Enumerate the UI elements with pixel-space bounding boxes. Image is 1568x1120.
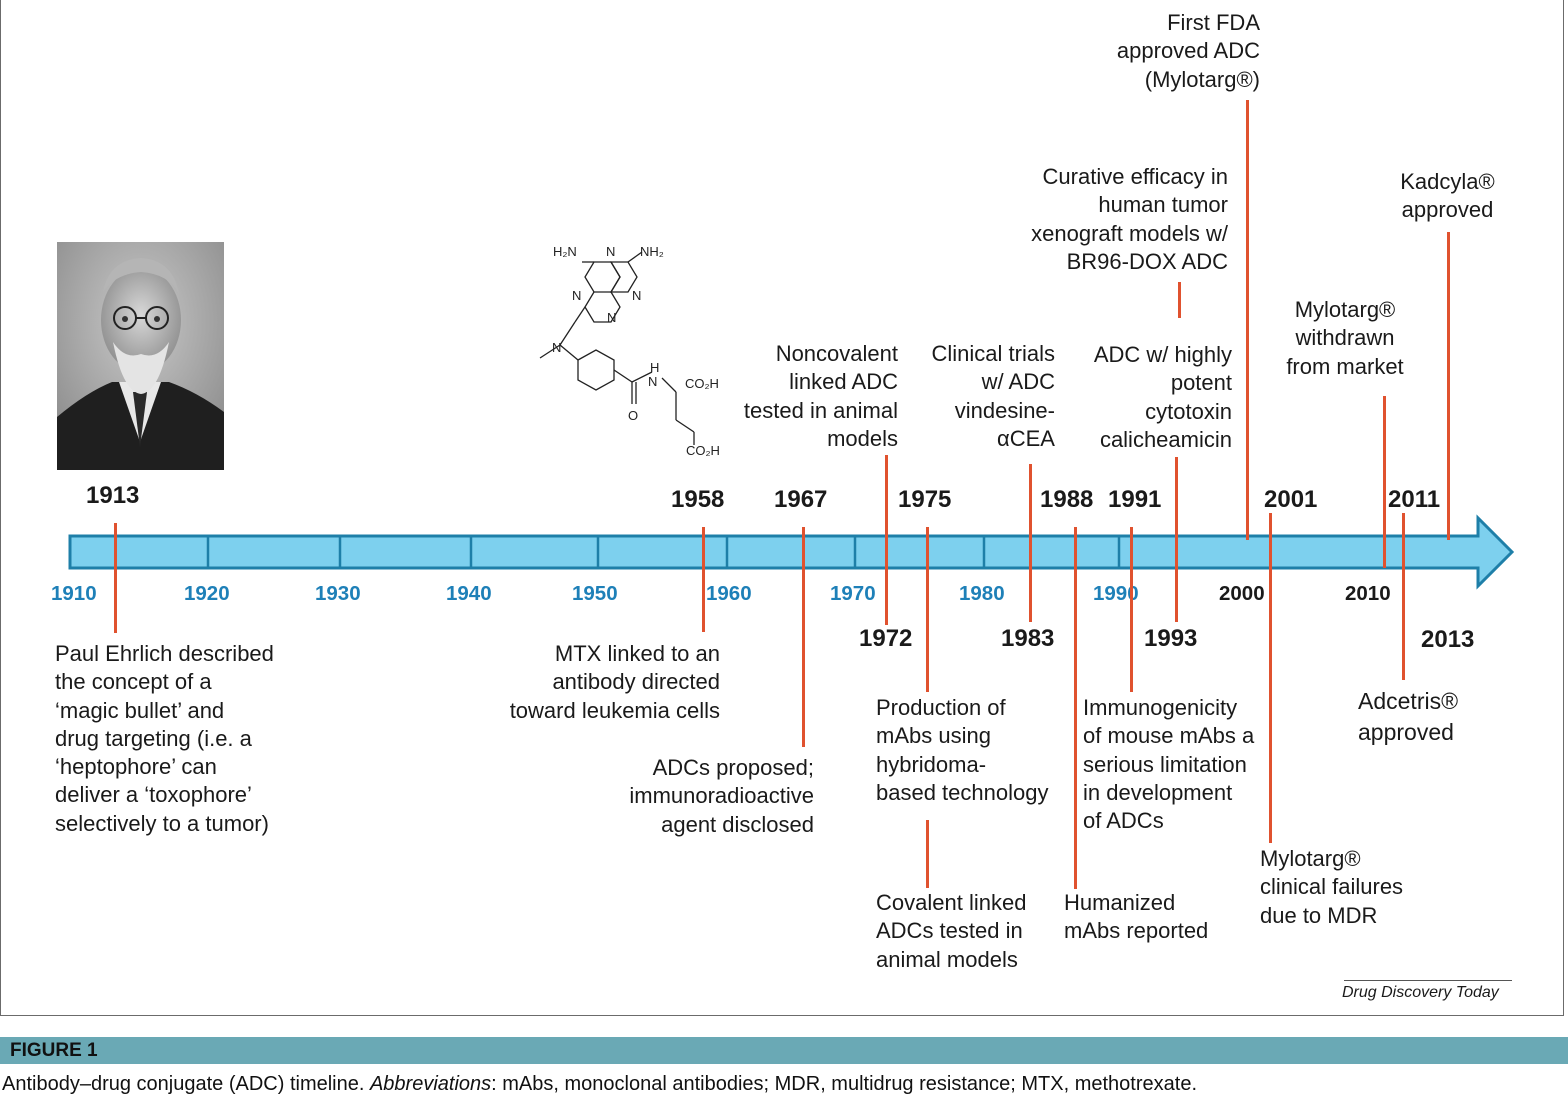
event-2000-first-fda: First FDA approved ADC (Mylotarg®)	[1116, 10, 1260, 92]
event-1988-humanized: Humanized mAbs reported	[1064, 890, 1209, 944]
svg-text:N: N	[607, 310, 616, 325]
caption-main: Antibody–drug conjugate (ADC) timeline.	[2, 1073, 370, 1095]
year-1972: 1972	[859, 625, 913, 652]
decade-label-1940: 1940	[446, 582, 492, 605]
svg-text:CO₂H: CO₂H	[686, 443, 720, 458]
figure-label: FIGURE 1	[10, 1040, 98, 1061]
svg-text:H₂N: H₂N	[553, 244, 577, 259]
decade-label-1980: 1980	[959, 582, 1005, 605]
svg-text:N: N	[648, 374, 657, 389]
marker-1958	[702, 527, 705, 632]
marker-1993-upper	[1178, 282, 1181, 318]
event-1967-adcs-proposed: ADCs proposed; immunoradioactive agent d…	[629, 755, 814, 837]
marker-1975-lower	[926, 820, 929, 888]
svg-text:CO₂H: CO₂H	[685, 376, 719, 391]
timeline-arrow-body	[68, 514, 1515, 590]
event-1983-clinical-trials: Clinical trials w/ ADC vindesine- αCEA	[931, 341, 1055, 451]
decade-label-1930: 1930	[315, 582, 361, 605]
methotrexate-structure-image: H₂N N NH₂ N N N N H N CO₂H O CO₂H	[539, 244, 720, 458]
decade-label-1990: 1990	[1093, 582, 1139, 605]
year-1967: 1967	[774, 486, 828, 513]
decade-label-2010: 2010	[1345, 582, 1391, 605]
decade-label-1910: 1910	[51, 582, 97, 605]
marker-2011	[1402, 513, 1405, 680]
year-2013: 2013	[1421, 626, 1475, 653]
source-rule	[1344, 980, 1512, 981]
svg-text:N: N	[552, 340, 561, 355]
svg-text:N: N	[606, 244, 615, 259]
svg-text:N: N	[632, 288, 641, 303]
year-1991: 1991	[1108, 486, 1162, 513]
year-1988: 1988	[1040, 486, 1094, 513]
marker-2013	[1447, 232, 1450, 540]
year-2011: 2011	[1388, 486, 1441, 513]
marker-1967	[802, 527, 805, 747]
decade-label-1950: 1950	[572, 582, 618, 605]
caption-abbr-label: Abbreviations	[369, 1073, 492, 1095]
decade-label-2000: 2000	[1219, 582, 1265, 605]
event-1958-mtx: MTX linked to an antibody directed towar…	[509, 641, 720, 723]
marker-1972	[885, 455, 888, 625]
event-1991-immunogenicity: Immunogenicity of mouse mAbs a serious l…	[1083, 695, 1255, 834]
svg-text:O: O	[628, 408, 638, 423]
decade-label-1970: 1970	[830, 582, 876, 605]
marker-1991	[1130, 527, 1133, 692]
event-2010-mylotarg-withdrawn: Mylotarg® withdrawn from market	[1286, 297, 1404, 379]
marker-1975-upper	[926, 527, 929, 692]
event-1913-ehrlich: Paul Ehrlich described the concept of a …	[55, 641, 274, 836]
marker-1983	[1029, 464, 1032, 622]
svg-text:H: H	[650, 360, 659, 375]
event-1975-covalent: Covalent linked ADCs tested in animal mo…	[876, 890, 1027, 972]
marker-1913	[114, 523, 117, 633]
marker-1993-lower	[1175, 457, 1178, 622]
ehrlich-portrait-image	[57, 242, 224, 470]
svg-text:NH₂: NH₂	[640, 244, 664, 259]
event-2013-kadcyla: Kadcyla® approved	[1400, 169, 1495, 223]
decade-label-1920: 1920	[184, 582, 230, 605]
event-1993-br96-dox: Curative efficacy in human tumor xenogra…	[1031, 164, 1228, 274]
event-2001-mylotarg-failures: Mylotarg® clinical failures due to MDR	[1260, 846, 1404, 928]
year-1993: 1993	[1144, 625, 1198, 652]
year-2001: 2001	[1264, 486, 1318, 513]
figure-frame	[0, 0, 1564, 1016]
event-1972-noncovalent: Noncovalent linked ADC tested in animal …	[743, 341, 898, 451]
figure-caption: Antibody–drug conjugate (ADC) timeline. …	[2, 1071, 1197, 1097]
decade-label-1960: 1960	[706, 582, 752, 605]
year-1958: 1958	[671, 486, 725, 513]
marker-1988	[1074, 527, 1077, 889]
timeline-arrow	[68, 514, 1515, 590]
decade-dividers	[206, 537, 1121, 567]
marker-2001	[1269, 513, 1272, 843]
marker-2010	[1383, 396, 1386, 568]
figure-label-bar: FIGURE 1	[0, 1037, 1568, 1064]
year-1975: 1975	[898, 486, 952, 513]
year-1913: 1913	[86, 482, 140, 509]
year-1983: 1983	[1001, 625, 1055, 652]
event-1975-hybridoma: Production of mAbs using hybridoma- base…	[876, 695, 1049, 805]
event-1993-calicheamicin: ADC w/ highly potent cytotoxin calicheam…	[1093, 342, 1232, 452]
source-credit: Drug Discovery Today	[1342, 984, 1499, 1001]
svg-text:N: N	[572, 288, 581, 303]
marker-2000	[1246, 100, 1249, 540]
event-2011-adcetris: Adcetris® approved	[1358, 688, 1459, 745]
caption-rest: : mAbs, monoclonal antibodies; MDR, mult…	[491, 1073, 1197, 1095]
